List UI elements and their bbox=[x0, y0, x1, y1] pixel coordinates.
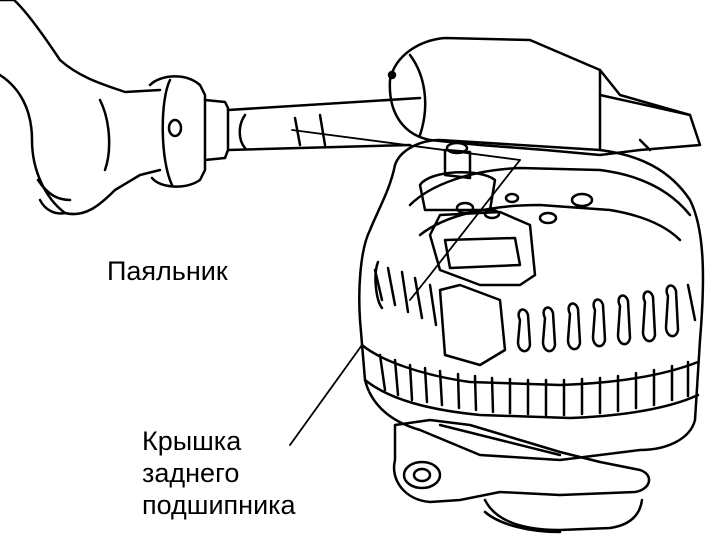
label-cover-line2: заднего bbox=[142, 458, 240, 488]
label-soldering-iron: Паяльник bbox=[107, 256, 228, 286]
soldering-iron bbox=[150, 38, 700, 187]
alternator bbox=[290, 130, 703, 532]
hand bbox=[0, 0, 160, 214]
label-cover-line1: Крышка bbox=[142, 426, 242, 456]
label-cover-line3: подшипника bbox=[142, 490, 296, 520]
label-rear-bearing-cover: Крышка заднего подшипника bbox=[142, 425, 296, 521]
